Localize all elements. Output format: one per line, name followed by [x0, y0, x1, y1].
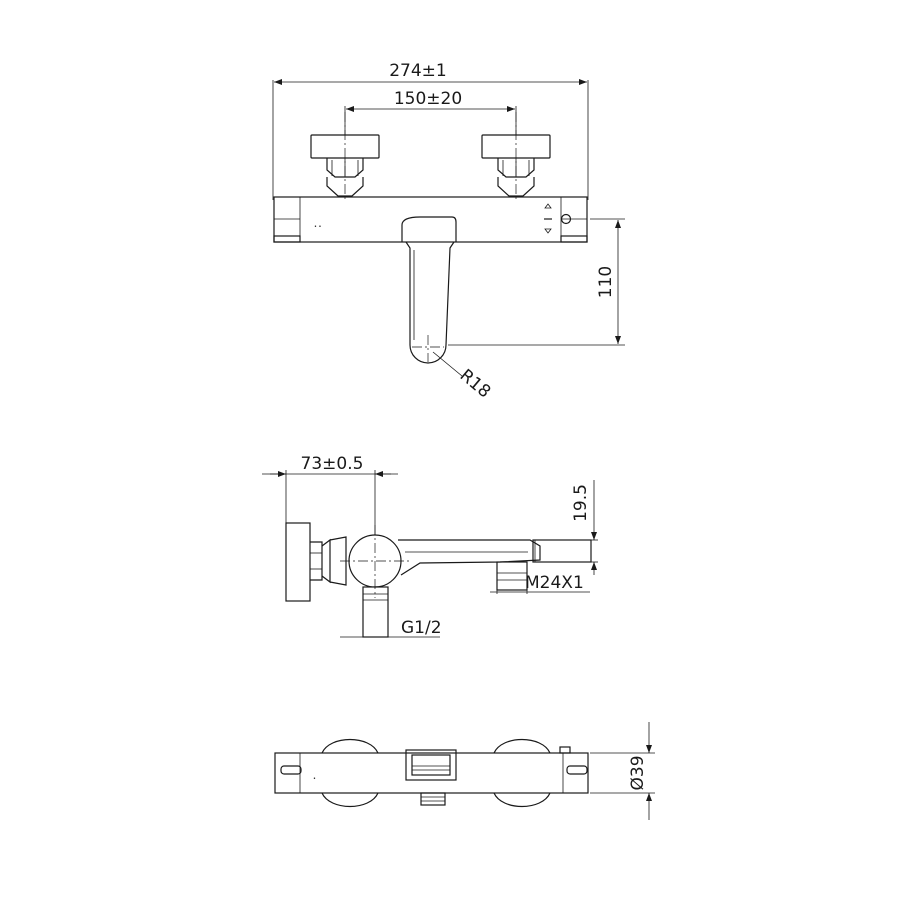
top-spout-outlet: [405, 749, 457, 781]
top-body: [274, 752, 589, 794]
outlet-thread: [496, 561, 528, 591]
dim-outlet-thread: M24X1: [490, 573, 590, 594]
top-right-cap: [566, 765, 588, 775]
left-handle: [310, 112, 380, 200]
top-marking: •: [313, 776, 316, 782]
dim-spout-height: 110: [448, 218, 625, 346]
dim-top-offset: 19.5: [571, 480, 598, 575]
side-view: 73±0.5 19.5: [262, 454, 598, 638]
dim-wall-offset-label: 73±0.5: [301, 454, 364, 474]
top-button: [559, 746, 571, 754]
inlet-thread: [362, 586, 389, 638]
wall-flange: [285, 522, 311, 602]
dim-outlet-thread-label: M24X1: [525, 573, 584, 593]
dim-handle-spacing-label: 150±20: [394, 89, 462, 109]
spout: R18: [401, 216, 494, 403]
mixer-body: • •: [273, 196, 588, 243]
top-left-handle-top: [321, 739, 379, 754]
dim-overall-width-label: 274±1: [389, 61, 447, 81]
top-spout-inner: [411, 754, 451, 776]
top-view: • Ø39: [274, 722, 655, 820]
dim-inlet-thread: G1/2: [340, 618, 442, 638]
dim-spout-height-label: 110: [596, 266, 616, 298]
body-marking: • •: [314, 224, 322, 230]
dim-handle-spacing: 150±20: [344, 89, 517, 135]
front-view: 274±1 150±20: [272, 61, 625, 403]
dim-diameter: Ø39: [590, 722, 655, 820]
top-inlet-nut: [420, 792, 446, 806]
connector-nut: [310, 541, 323, 581]
dim-wall-offset: 73±0.5: [262, 454, 398, 535]
top-right-handle-bottom: [493, 792, 551, 807]
top-right-handle-top: [493, 739, 551, 754]
top-left-cap: [280, 765, 302, 775]
dim-inlet-thread-label: G1/2: [401, 618, 442, 638]
spout-tip: [532, 539, 592, 563]
dim-spout-radius-label: R18: [456, 366, 494, 403]
dim-diameter-label: Ø39: [628, 755, 648, 790]
dim-top-offset-label: 19.5: [571, 484, 591, 522]
top-left-handle-bottom: [321, 792, 379, 807]
right-handle: [481, 112, 551, 200]
dim-overall-width: 274±1: [272, 61, 589, 200]
side-spout: [398, 539, 541, 576]
